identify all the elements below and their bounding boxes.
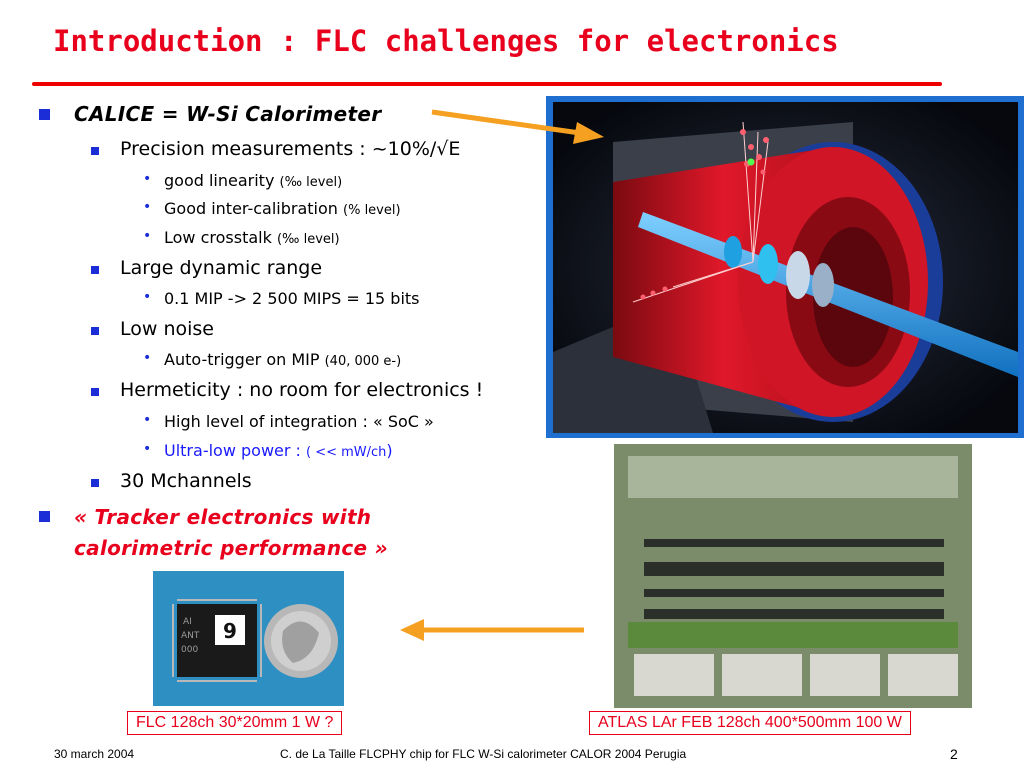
atlas-feb-board-image [614,444,972,708]
page-title: Introduction : FLC challenges for electr… [53,24,839,58]
chip-marking-1: AI [183,617,192,627]
dot-bullet-icon: • [143,171,152,187]
square-bullet-icon [91,388,99,396]
bullet-integration: High level of integration : « SoC » [164,412,434,431]
dot-bullet-icon: • [143,350,152,366]
bullet-hermeticity: Hermeticity : no room for electronics ! [120,379,484,401]
square-bullet-icon [91,266,99,274]
page-number: 2 [950,746,958,762]
bullet-crosstalk: Low crosstalk (‰ level) [164,228,340,247]
bullet-low-noise: Low noise [120,318,214,340]
bullet-precision: Precision measurements : ~10%/√E [120,138,461,160]
footer-center: C. de La Taille FLCPHY chip for FLC W-Si… [280,747,687,761]
bullet-tracker-line1: « Tracker electronics with [74,505,372,529]
title-underline [32,82,942,86]
caption-flc: FLC 128ch 30*20mm 1 W ? [127,711,343,735]
dot-bullet-icon: • [143,228,152,244]
dot-bullet-icon: • [143,199,152,215]
chip-label: 9 [223,619,237,643]
flc-chip-photo: 9 AI ANT 000 [153,571,344,706]
square-bullet-icon [91,327,99,335]
bullet-autotrigger: Auto-trigger on MIP (40, 000 e-) [164,350,402,369]
bullet-tracker-line2: calorimetric performance » [74,536,388,560]
chip-marking-3: 000 [181,645,198,655]
arrow-left-icon [400,619,584,641]
bullet-calice: CALICE = W-Si Calorimeter [74,102,382,126]
square-bullet-icon [39,511,50,522]
bullet-intercalibration: Good inter-calibration (% level) [164,199,401,218]
bullet-dynamic-range: Large dynamic range [120,257,323,279]
square-bullet-icon [91,479,99,487]
chip-marking-2: ANT [181,631,200,641]
dot-bullet-icon: • [143,412,152,428]
bullet-linearity: good linearity (‰ level) [164,171,343,190]
square-bullet-icon [39,109,50,120]
chip-and-coin-illustration: 9 AI ANT 000 [153,571,344,706]
feb-board-illustration [614,444,972,708]
bullet-bits: 0.1 MIP -> 2 500 MIPS = 15 bits [164,289,420,308]
square-bullet-icon [91,147,99,155]
footer-date: 30 march 2004 [54,747,135,761]
bullet-low-power: Ultra-low power : ( << mW/ch) [164,441,393,460]
arrow-right-icon [431,109,604,144]
detector-illustration [553,102,1018,433]
dot-bullet-icon: • [143,289,152,305]
caption-atlas: ATLAS LAr FEB 128ch 400*500mm 100 W [589,711,911,735]
dot-bullet-icon: • [143,441,152,457]
detector-event-image [546,96,1024,438]
bullet-mchannels: 30 Mchannels [120,470,252,492]
